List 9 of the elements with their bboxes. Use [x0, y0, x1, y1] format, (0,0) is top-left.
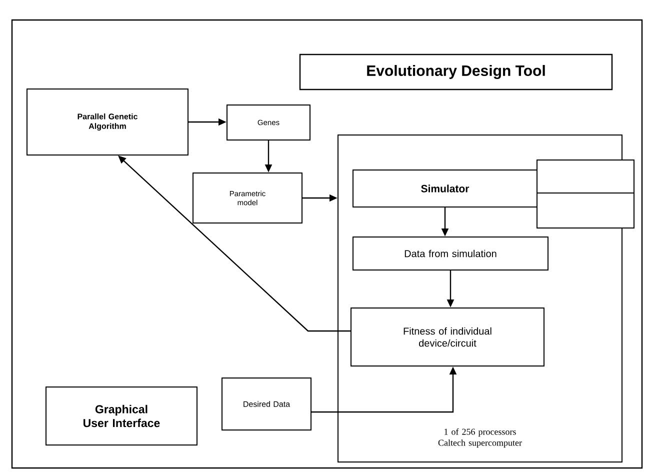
box	[536, 160, 634, 194]
input-box: Desired Data	[222, 378, 312, 430]
process-box: Parallel Genetic Algorithm	[26, 88, 188, 156]
process-box: Fitness of individual device/circuit	[350, 308, 544, 366]
interface-box: Graphical User Interface	[46, 386, 198, 446]
process-box: Data from simulation	[352, 236, 548, 270]
title-box: Evolutionary Design Tool	[299, 54, 613, 90]
process-box: Simulator	[352, 170, 538, 208]
box	[536, 192, 634, 228]
